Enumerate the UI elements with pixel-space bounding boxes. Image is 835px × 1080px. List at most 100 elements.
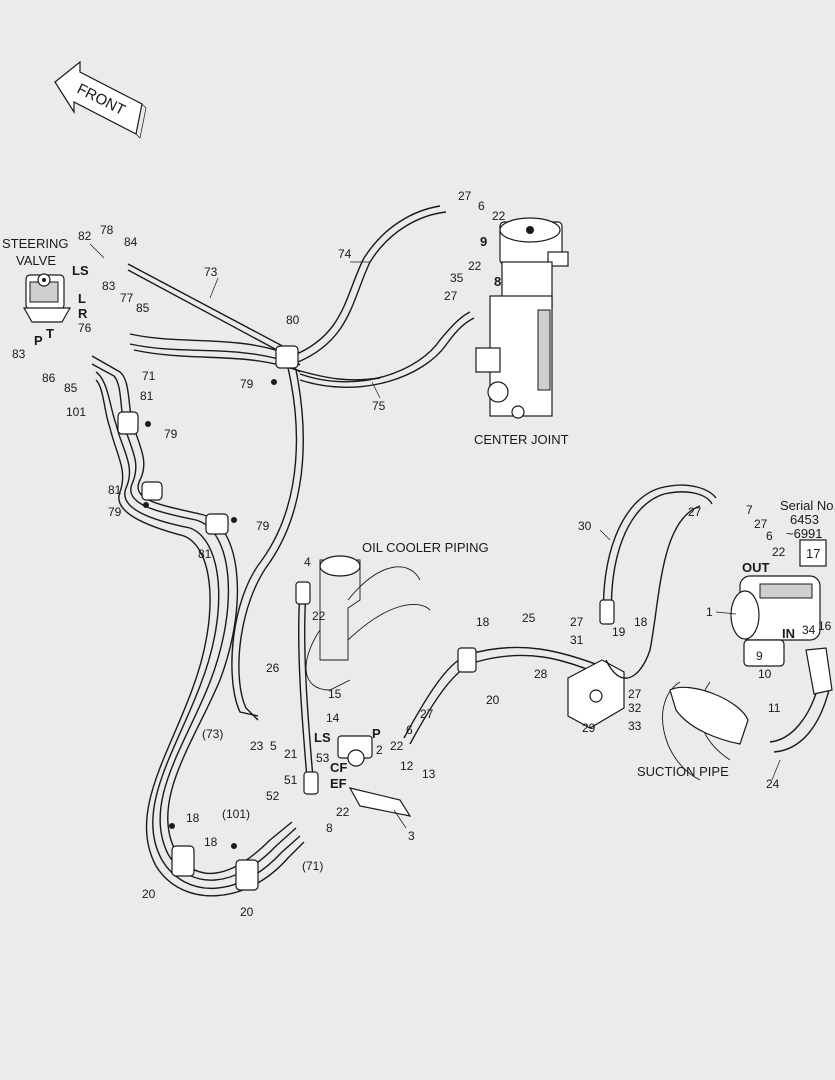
callout-56: 18 bbox=[476, 615, 490, 629]
callout-55: 20 bbox=[240, 905, 254, 919]
hose-30 bbox=[602, 484, 717, 623]
callout-73: 22 bbox=[772, 545, 786, 559]
port-p-priority: P bbox=[372, 726, 381, 741]
clamp-20a bbox=[171, 845, 195, 877]
callout-60: 27 bbox=[570, 615, 584, 629]
callout-18: 74 bbox=[338, 247, 352, 261]
callout-64: 27 bbox=[628, 687, 642, 701]
port-ef: EF bbox=[330, 776, 347, 791]
callout-75: 16 bbox=[818, 619, 832, 633]
callout-58: 20 bbox=[486, 693, 500, 707]
callout-7: 76 bbox=[78, 321, 92, 335]
callout-26: 79 bbox=[108, 505, 122, 519]
port-p-steering: P bbox=[34, 333, 43, 348]
callout-11: 71 bbox=[142, 369, 156, 383]
callout-2: 84 bbox=[124, 235, 138, 249]
callout-12: 101 bbox=[66, 405, 86, 419]
callout-41: 2 bbox=[376, 743, 383, 757]
callout-42: 12 bbox=[400, 759, 414, 773]
serial-box-label: 17 bbox=[806, 546, 820, 561]
callout-72: 6 bbox=[766, 529, 773, 543]
callout-34: 5 bbox=[270, 739, 277, 753]
port-8-label: 8 bbox=[494, 274, 501, 289]
port-ls-steering: LS bbox=[72, 263, 89, 278]
callout-5: 77 bbox=[120, 291, 134, 305]
callout-21: 22 bbox=[492, 209, 506, 223]
callout-27: 79 bbox=[256, 519, 270, 533]
port-in: IN bbox=[782, 626, 795, 641]
steering-valve-label-2: VALVE bbox=[16, 253, 56, 268]
steering-valve-label-1: STEERING bbox=[2, 236, 68, 251]
clamp-20b bbox=[235, 859, 259, 891]
hose-73-route bbox=[231, 367, 298, 717]
callout-32: (73) bbox=[202, 727, 223, 741]
leader-lines bbox=[89, 243, 781, 829]
oil-cooler-label: OIL COOLER PIPING bbox=[362, 540, 489, 555]
clamp-81b bbox=[141, 481, 163, 501]
callout-48: 8 bbox=[326, 821, 333, 835]
serial-label-1: Serial No. bbox=[780, 498, 835, 513]
callouts: 82 78 84 73 83 77 85 76 83 86 85 71 101 … bbox=[12, 189, 832, 919]
callout-69: 27 bbox=[688, 505, 702, 519]
callout-77: 9 bbox=[756, 649, 763, 663]
callout-25: 81 bbox=[108, 483, 122, 497]
port-t: T bbox=[46, 326, 54, 341]
callout-10: 85 bbox=[64, 381, 78, 395]
callout-30: 22 bbox=[312, 609, 326, 623]
callout-62: 19 bbox=[612, 625, 626, 639]
callout-74: 1 bbox=[706, 605, 713, 619]
callout-79: 11 bbox=[768, 701, 781, 715]
callout-28: 81 bbox=[198, 547, 212, 561]
callout-80: 24 bbox=[766, 777, 780, 791]
callout-29: 4 bbox=[304, 555, 311, 569]
callout-0: 82 bbox=[78, 229, 92, 243]
priority-valve bbox=[337, 735, 412, 817]
steering-valve bbox=[22, 273, 72, 323]
clamp-81c bbox=[205, 513, 229, 535]
callout-13: 81 bbox=[140, 389, 154, 403]
port-9-label: 9 bbox=[480, 234, 487, 249]
callout-46: 52 bbox=[266, 789, 280, 803]
callout-71: 27 bbox=[754, 517, 768, 531]
callout-78: 10 bbox=[758, 667, 772, 681]
callout-24: 27 bbox=[444, 289, 458, 303]
callout-63: 18 bbox=[634, 615, 648, 629]
callout-59: 28 bbox=[534, 667, 548, 681]
suction-pipe bbox=[662, 647, 833, 781]
hose-73 bbox=[127, 263, 291, 351]
callout-51: (71) bbox=[302, 859, 323, 873]
bracket-28 bbox=[567, 659, 625, 729]
port-out: OUT bbox=[742, 560, 770, 575]
hose-101 bbox=[95, 371, 301, 890]
callout-43: 13 bbox=[422, 767, 436, 781]
callout-20: 6 bbox=[478, 199, 485, 213]
callout-76: 34 bbox=[802, 623, 816, 637]
port-cf: CF bbox=[330, 760, 347, 775]
callout-44: 53 bbox=[316, 751, 330, 765]
callout-35: 21 bbox=[284, 747, 298, 761]
hose-75 bbox=[299, 311, 471, 383]
callout-15: 80 bbox=[286, 313, 300, 327]
callout-33: 23 bbox=[250, 739, 264, 753]
callout-67: 29 bbox=[582, 721, 596, 735]
serial-box bbox=[799, 539, 827, 567]
callout-36: 15 bbox=[328, 687, 342, 701]
center-joint-label: CENTER JOINT bbox=[474, 432, 569, 447]
callout-45: 51 bbox=[284, 773, 298, 787]
callout-47: 22 bbox=[336, 805, 350, 819]
callout-61: 31 bbox=[570, 633, 584, 647]
callout-14: 79 bbox=[164, 427, 178, 441]
port-r: R bbox=[78, 306, 88, 321]
callout-70: 7 bbox=[746, 503, 753, 517]
callout-54: 20 bbox=[142, 887, 156, 901]
callout-3: 73 bbox=[204, 265, 218, 279]
oil-cooler-piping bbox=[305, 555, 431, 691]
port-ls-priority: LS bbox=[314, 730, 331, 745]
callout-50: (101) bbox=[222, 807, 250, 821]
callout-19: 27 bbox=[458, 189, 472, 203]
callout-65: 32 bbox=[628, 701, 642, 715]
callout-8: 83 bbox=[12, 347, 26, 361]
callout-37: 14 bbox=[326, 711, 340, 725]
suction-pipe-label: SUCTION PIPE bbox=[637, 764, 729, 779]
